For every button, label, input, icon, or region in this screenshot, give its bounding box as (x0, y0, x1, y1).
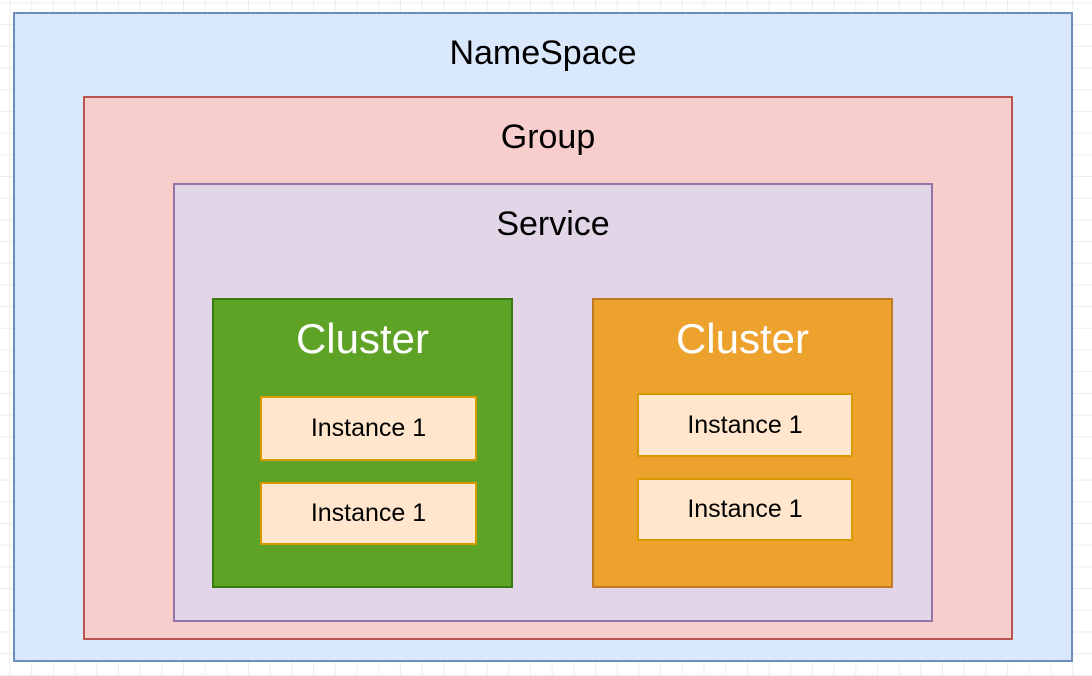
group-box: Group Service Cluster Instance 1 Instanc… (83, 96, 1013, 640)
instance-node: Instance 1 (260, 482, 477, 545)
cluster-label: Cluster (675, 315, 810, 362)
namespace-label: NameSpace (449, 34, 637, 72)
service-label: Service (496, 205, 610, 243)
instance-node: Instance 1 (260, 396, 477, 461)
group-label: Group (500, 118, 596, 156)
instance-node: Instance 1 (637, 478, 853, 541)
namespace-box: NameSpace Group Service Cluster Instance… (13, 12, 1073, 662)
cluster-box-green: Cluster Instance 1 Instance 1 (212, 298, 513, 588)
service-box: Service Cluster Instance 1 Instance 1 Cl… (173, 183, 933, 622)
instance-node: Instance 1 (637, 393, 853, 457)
cluster-label: Cluster (295, 315, 430, 362)
cluster-box-orange: Cluster Instance 1 Instance 1 (592, 298, 893, 588)
